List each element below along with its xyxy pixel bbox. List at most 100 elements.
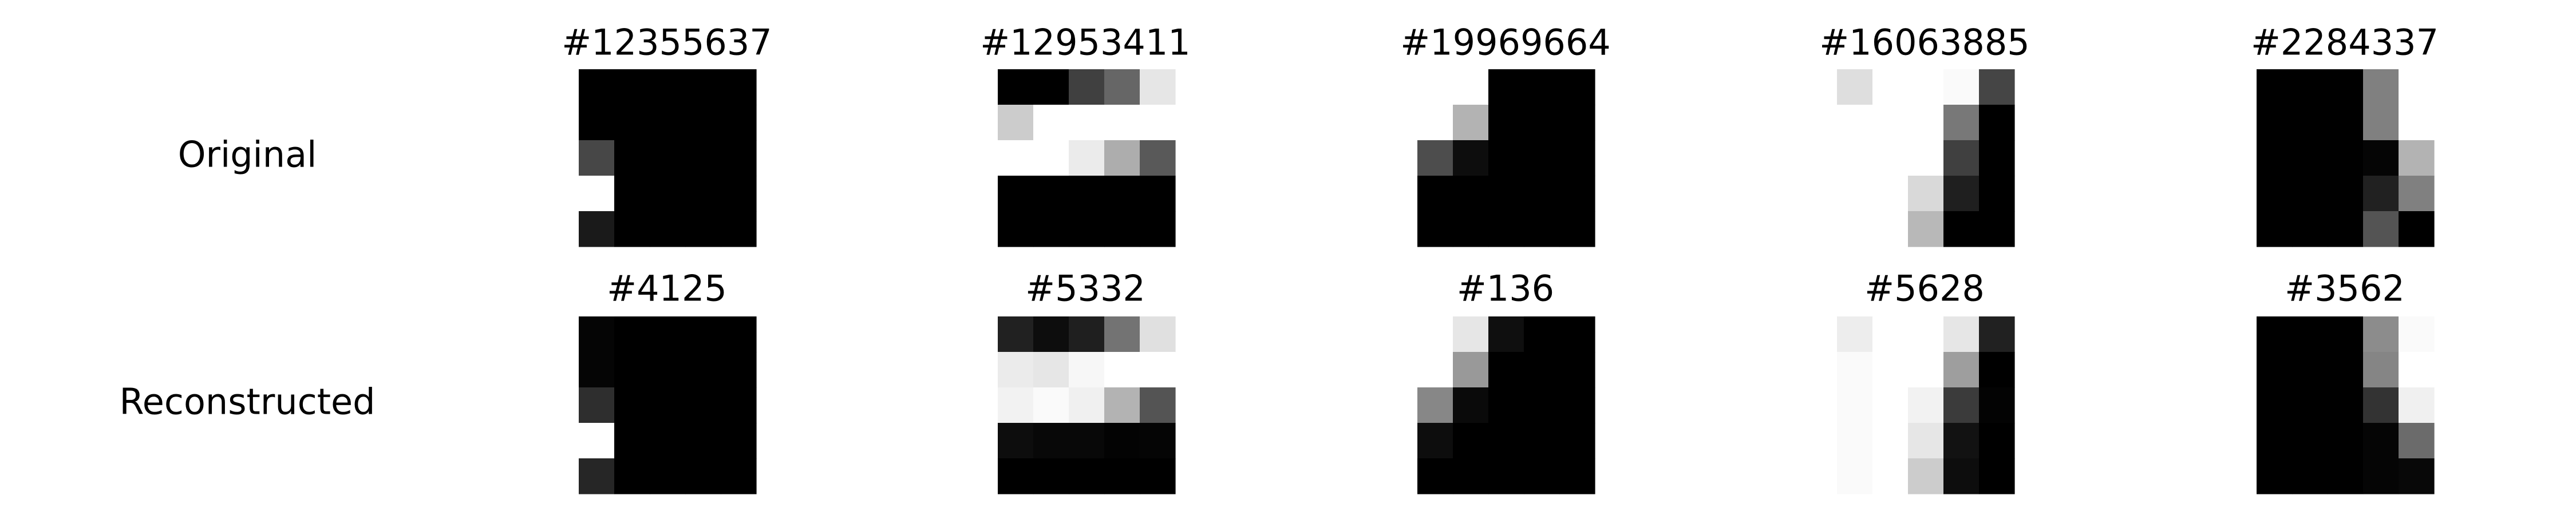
heatmap-cell [1453, 387, 1489, 423]
heatmap-cell [650, 176, 686, 212]
heatmap-cell [1559, 352, 1595, 388]
heatmap-cell [1488, 176, 1524, 212]
heatmap-cell [1140, 176, 1176, 212]
heatmap-cell [1524, 69, 1560, 105]
heatmap-cell [650, 105, 686, 141]
heatmap-cell [1872, 458, 1909, 494]
heatmap-cell [1453, 140, 1489, 176]
heatmap-cell [998, 352, 1034, 388]
heatmap-cell [2257, 352, 2293, 388]
heatmap-cell [685, 352, 721, 388]
heatmap-cell [2363, 458, 2399, 494]
panel-title-original-1: #12355637 [562, 22, 772, 64]
heatmap-cell [1488, 69, 1524, 105]
heatmap-cell [1417, 105, 1453, 141]
heatmap-cell [998, 105, 1034, 141]
heatmap-cell [1140, 458, 1176, 494]
heatmap-cell [1872, 69, 1909, 105]
heatmap-cell [1908, 458, 1944, 494]
heatmap-cell [1417, 387, 1453, 423]
heatmap-cell [998, 387, 1034, 423]
heatmap-cell [1417, 140, 1453, 176]
heatmap-cell [2257, 316, 2293, 352]
heatmap-cell [1488, 316, 1524, 352]
heatmap-cell [721, 69, 757, 105]
heatmap-cell [1488, 352, 1524, 388]
heatmap-cell [1837, 352, 1873, 388]
heatmap-cell [2328, 423, 2364, 459]
heatmap-panel-original-4 [1837, 69, 2015, 247]
heatmap-cell [1104, 316, 1140, 352]
heatmap-panel-reconstructed-1 [579, 316, 757, 494]
heatmap-cell [1453, 176, 1489, 212]
heatmap-cell [1872, 423, 1909, 459]
heatmap-cell [1069, 176, 1105, 212]
heatmap-cell [650, 458, 686, 494]
panel-title-reconstructed-5: #3562 [2285, 268, 2405, 310]
heatmap-cell [1488, 105, 1524, 141]
heatmap-cell [2328, 458, 2364, 494]
heatmap-cell [1033, 105, 1069, 141]
heatmap-cell [1908, 176, 1944, 212]
heatmap-cell [1033, 316, 1069, 352]
heatmap-cell [998, 176, 1034, 212]
heatmap-cell [2257, 458, 2293, 494]
heatmap-cell [614, 211, 650, 247]
heatmap-cell [1140, 316, 1176, 352]
heatmap-cell [614, 423, 650, 459]
heatmap-cell [1943, 211, 1980, 247]
heatmap-cell [2363, 387, 2399, 423]
heatmap-cell [1104, 387, 1140, 423]
heatmap-cell [1559, 105, 1595, 141]
heatmap-cell [1524, 387, 1560, 423]
heatmap-cell [2292, 316, 2328, 352]
heatmap-cell [2328, 69, 2364, 105]
heatmap-cell [1908, 316, 1944, 352]
heatmap-cell [1837, 140, 1873, 176]
heatmap-cell [685, 387, 721, 423]
heatmap-panel-reconstructed-5 [2257, 316, 2435, 494]
heatmap-cell [721, 211, 757, 247]
heatmap-cell [1943, 105, 1980, 141]
heatmap-cell [1979, 211, 2015, 247]
heatmap-cell [1872, 387, 1909, 423]
heatmap-cell [2328, 140, 2364, 176]
heatmap-cell [579, 352, 615, 388]
heatmap-cell [1908, 140, 1944, 176]
heatmap-cell [650, 352, 686, 388]
heatmap-cell [1453, 69, 1489, 105]
heatmap-cell [1559, 140, 1595, 176]
heatmap-cell [1104, 423, 1140, 459]
heatmap-cell [1140, 423, 1176, 459]
heatmap-cell [1943, 140, 1980, 176]
heatmap-cell [685, 140, 721, 176]
heatmap-cell [1979, 458, 2015, 494]
heatmap-cell [1943, 352, 1980, 388]
heatmap-cell [1417, 211, 1453, 247]
heatmap-cell [2363, 211, 2399, 247]
heatmap-panel-original-2 [998, 69, 1176, 247]
heatmap-panel-reconstructed-4 [1837, 316, 2015, 494]
heatmap-cell [1104, 176, 1140, 212]
heatmap-cell [2363, 140, 2399, 176]
heatmap-cell [1908, 69, 1944, 105]
heatmap-cell [614, 458, 650, 494]
heatmap-cell [579, 423, 615, 459]
heatmap-cell [1908, 211, 1944, 247]
heatmap-cell [1033, 423, 1069, 459]
heatmap-grid [579, 69, 2435, 494]
heatmap-cell [1943, 423, 1980, 459]
heatmap-cell [1872, 140, 1909, 176]
heatmap-cell [1943, 458, 1980, 494]
heatmap-cell [1524, 105, 1560, 141]
heatmap-cell [721, 458, 757, 494]
heatmap-cell [2292, 211, 2328, 247]
heatmap-cell [1979, 69, 2015, 105]
heatmap-cell [1417, 176, 1453, 212]
heatmap-cell [1140, 352, 1176, 388]
heatmap-cell [1140, 69, 1176, 105]
heatmap-cell [2292, 423, 2328, 459]
heatmap-cell [1033, 352, 1069, 388]
heatmap-cell [2399, 211, 2435, 247]
heatmap-panel-original-1 [579, 69, 757, 247]
